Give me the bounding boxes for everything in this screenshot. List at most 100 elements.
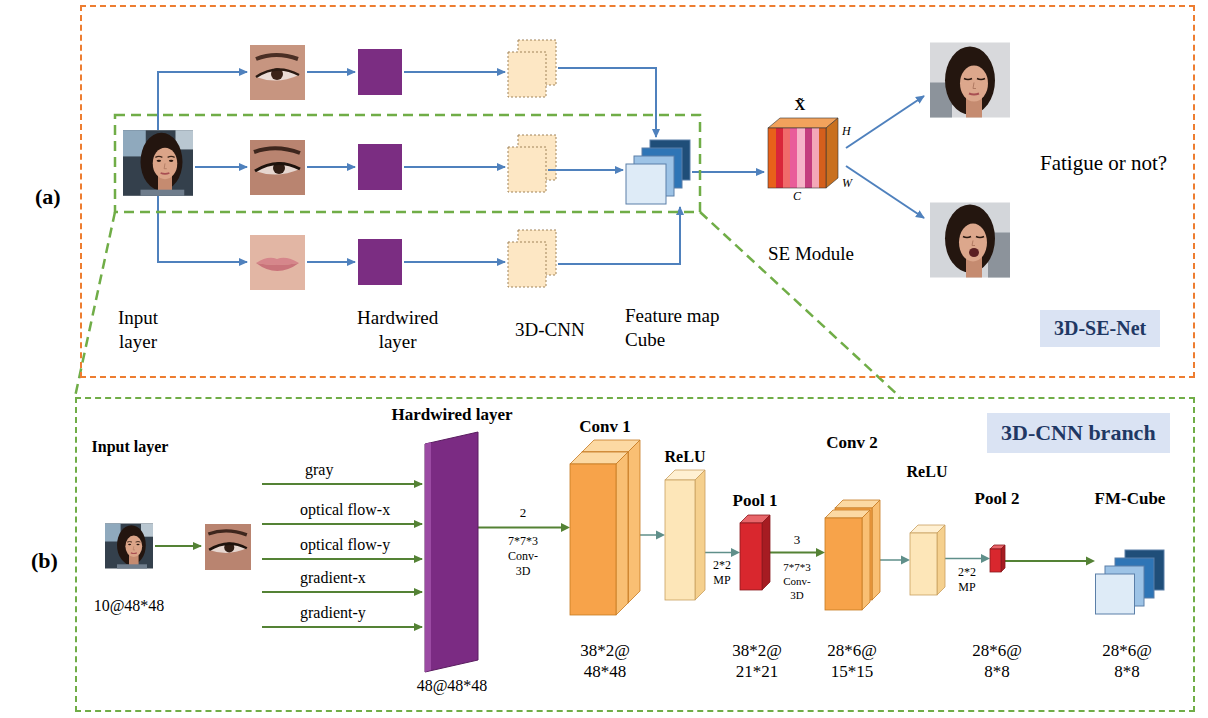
dimension: 38*2@ 21*21 <box>732 640 782 683</box>
layer-title: ReLU <box>907 462 948 482</box>
drawing-part <box>158 196 247 262</box>
drawing-part <box>250 45 305 100</box>
tag-text: 3D-SE-Net <box>1054 316 1146 341</box>
drawing-part <box>825 518 862 610</box>
conv-block: Conv 138*2@ 48*48 <box>570 440 640 615</box>
layer-title: Input layer <box>92 437 169 457</box>
connector <box>880 556 910 565</box>
drawing-part <box>307 166 355 168</box>
conv-block: Conv 228*6@ 15*15 <box>825 500 880 610</box>
tag-text: 3D-CNN branch <box>1001 419 1156 447</box>
drawing-part <box>558 68 656 137</box>
connector-line <box>705 552 732 554</box>
drawing-part <box>358 144 402 190</box>
drawing-part <box>404 166 505 168</box>
channel-label: gradient-y <box>300 603 366 623</box>
drawing-part <box>937 525 945 595</box>
drawing-part <box>307 71 355 73</box>
stage-label: 3D-CNN <box>515 318 585 342</box>
dimension: 48@48*48 <box>417 676 488 696</box>
stage-label: Feature map Cube <box>625 304 737 352</box>
drawing-part <box>626 164 666 204</box>
axis-label: C <box>793 189 801 204</box>
stage-label: Hardwired layer <box>357 306 438 354</box>
relu1-shape <box>665 470 705 600</box>
stage-label: Input layer <box>118 306 158 354</box>
layer-title: Conv 2 <box>826 432 877 453</box>
drawing-part <box>762 515 770 590</box>
axis-label: W <box>842 176 852 191</box>
arrowhead <box>656 531 665 540</box>
arrowhead <box>561 523 570 532</box>
operation-label: 2*2 MP <box>713 558 731 588</box>
drawing-part <box>250 235 305 290</box>
drawing-part <box>819 128 826 188</box>
se-cube <box>768 118 838 188</box>
drawing-part <box>846 166 924 218</box>
drawing-part <box>508 147 546 192</box>
hardwired-layer: Hardwired layer48@48*48 <box>425 432 478 672</box>
drawing-part <box>115 115 700 212</box>
drawing-part <box>862 510 870 610</box>
channel-label: gradient-x <box>300 568 366 588</box>
fm-shape <box>1095 550 1165 615</box>
connector-line <box>880 559 902 561</box>
drawing-part <box>404 261 505 263</box>
operation-label: 7*7*3 Conv-3D <box>508 534 538 579</box>
dimension: 28*6@ 8*8 <box>1102 640 1152 683</box>
drawing-part <box>695 470 705 600</box>
drawing-part <box>307 261 355 263</box>
layer-title: Conv 1 <box>579 416 630 437</box>
pool2-shape <box>990 545 1005 572</box>
layer-title: FM-Cube <box>1095 488 1166 509</box>
axis-label: H <box>842 124 851 139</box>
drawing-part <box>570 464 616 615</box>
pool-block: Pool 138*2@ 21*21 <box>740 515 770 590</box>
feature-cube <box>626 140 690 204</box>
layer-title: ReLU <box>665 447 706 467</box>
cnn-stack <box>508 40 556 287</box>
drawing-part <box>1001 545 1005 572</box>
connector <box>478 523 570 532</box>
drawing-part <box>930 203 1010 278</box>
connector <box>770 548 825 557</box>
connector-line <box>478 527 562 529</box>
face-shape <box>105 522 153 570</box>
channel-label: optical flow-x <box>300 500 390 520</box>
drawing-part <box>990 549 1001 572</box>
panel-label: (a) <box>35 183 61 211</box>
drawing-part <box>262 591 422 593</box>
conv1-shape <box>570 440 640 615</box>
layer-title: Pool 2 <box>975 488 1020 509</box>
drawing-part <box>768 128 776 188</box>
relu-block: ReLU <box>910 525 945 595</box>
panel-a-illustration <box>75 40 1010 397</box>
layer-title: Hardwired layer <box>391 404 512 425</box>
arrowhead <box>901 556 910 565</box>
dimension: 28*6@ 15*15 <box>827 640 877 683</box>
dimension: 10@48*48 <box>94 596 165 616</box>
channel-label: gray <box>305 460 333 480</box>
drawing-part <box>910 533 937 595</box>
drawing-part <box>404 71 505 73</box>
dimension: 38*2@ 48*48 <box>580 640 630 683</box>
drawing-part <box>700 212 900 397</box>
drawing-part <box>826 118 838 188</box>
pool-block: Pool 228*6@ 8*8 <box>990 545 1005 572</box>
drawing-part <box>358 49 402 95</box>
drawing-part <box>205 524 251 570</box>
drawing-part <box>1096 574 1135 614</box>
flow-arrows <box>158 68 924 264</box>
drawing-part <box>797 128 805 188</box>
drawing-part <box>790 128 797 188</box>
connector-line <box>770 552 817 554</box>
feature-cube: FM-Cube28*6@ 8*8 <box>1095 550 1165 615</box>
drawing-part <box>425 442 431 672</box>
kernel-count: 3 <box>794 532 801 548</box>
connector <box>705 548 740 557</box>
drawing-part <box>262 626 422 628</box>
drawing-part <box>195 166 247 168</box>
drawing-part <box>776 128 783 188</box>
